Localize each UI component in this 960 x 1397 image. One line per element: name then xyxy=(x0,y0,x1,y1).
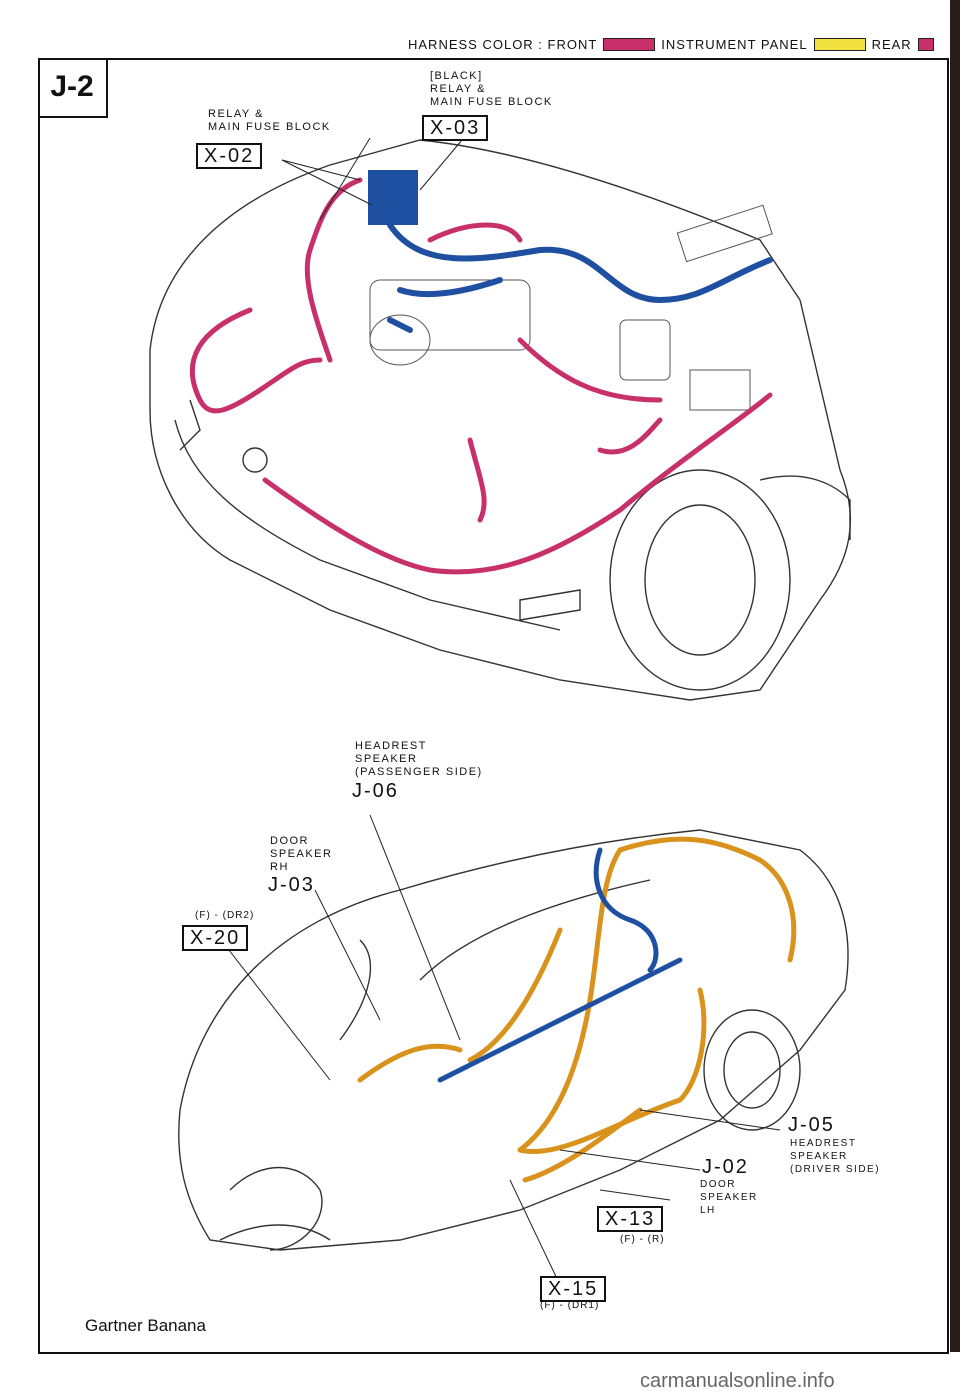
x02-connector-code: X-02 xyxy=(196,143,263,169)
engine-bay-car xyxy=(149,139,852,701)
bottom-leaders xyxy=(224,814,781,1286)
front-color-swatch xyxy=(603,38,656,51)
j03-connector-code: J-03 xyxy=(268,874,315,896)
x02-description: RELAY & MAIN FUSE BLOCK xyxy=(208,108,331,133)
x03-description: [BLACK] RELAY & MAIN FUSE BLOCK xyxy=(430,70,553,108)
rear-color-swatch xyxy=(917,38,934,51)
j06-description: HEADREST SPEAKER (PASSENGER SIDE) xyxy=(355,740,483,778)
legend-rear: REAR xyxy=(871,37,912,52)
j05-description: HEADREST SPEAKER (DRIVER SIDE) xyxy=(790,1138,881,1175)
x03-connector-code: X-03 xyxy=(422,115,489,141)
j02-connector-code: J-02 xyxy=(702,1156,749,1178)
j05-connector-code: J-05 xyxy=(788,1114,835,1136)
j03-description: DOOR SPEAKER RH xyxy=(270,835,333,873)
j06-connector-code: J-06 xyxy=(352,780,399,802)
front-harness-blue xyxy=(368,170,773,333)
x20-subtitle: (F) - (DR2) xyxy=(195,910,255,921)
legend-instrument-panel: INSTRUMENT PANEL xyxy=(661,37,808,52)
j02-description: DOOR SPEAKER LH xyxy=(700,1179,758,1216)
diagram-frame xyxy=(38,58,949,1354)
interior-car xyxy=(178,829,849,1251)
x13-subtitle: (F) - (R) xyxy=(620,1234,665,1245)
caption: Gartner Banana xyxy=(85,1316,206,1335)
rear-harness-orange xyxy=(357,836,797,1183)
harness-color-legend: HARNESS COLOR : FRONT INSTRUMENT PANEL R… xyxy=(408,37,934,52)
legend-title: HARNESS COLOR : FRONT xyxy=(408,37,598,52)
x15-connector-code: X-15 xyxy=(540,1276,607,1302)
x20-connector-code: X-20 xyxy=(182,925,249,951)
watermark: carmanualsonline.info xyxy=(640,1370,835,1392)
x15-subtitle: (F) - (DR1) xyxy=(540,1300,600,1311)
instrument-color-swatch xyxy=(813,38,866,51)
engine-block xyxy=(369,204,773,411)
x13-connector-code: X-13 xyxy=(597,1206,664,1232)
page-edge xyxy=(950,0,960,1352)
top-leaders xyxy=(281,137,463,221)
page-tag: J-2 xyxy=(38,58,108,118)
rear-harness-blue xyxy=(437,847,683,1083)
front-harness-pink xyxy=(189,177,773,575)
